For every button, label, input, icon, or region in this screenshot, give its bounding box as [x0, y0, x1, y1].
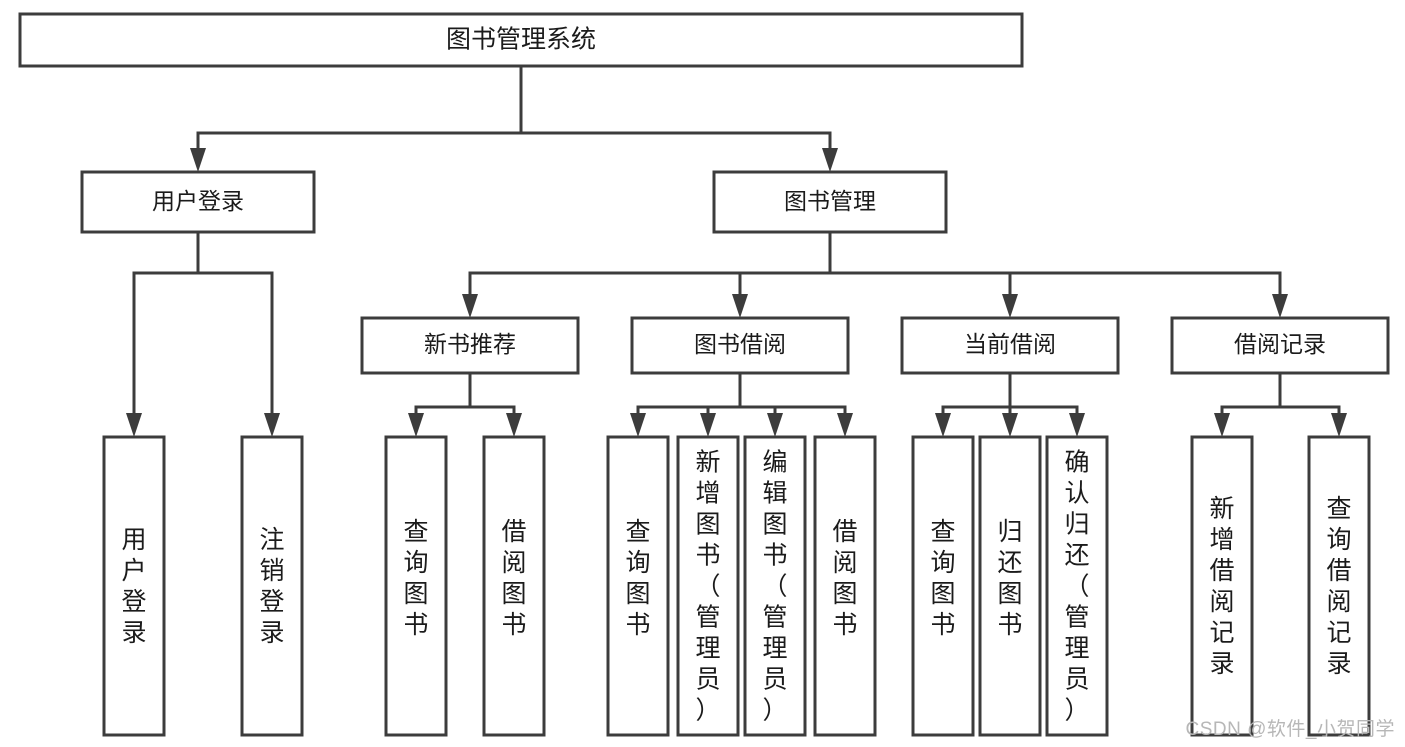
node-leaf-return-book-box[interactable] — [978, 435, 1042, 737]
node-leaf-user-login[interactable]: 用户登录 — [102, 435, 166, 737]
arrowhead-leaf-edit-book — [767, 413, 783, 437]
node-leaf-edit-book[interactable]: 编辑图书（管理员） — [743, 435, 807, 737]
node-leaf-query-book-1[interactable]: 查询图书 — [384, 435, 448, 737]
node-leaf-add-book-label: 新增图书（管理员） — [695, 449, 720, 725]
arrowhead-leaf-query-book-1 — [408, 413, 424, 437]
node-leaf-edit-book-box[interactable] — [743, 435, 807, 737]
arrowhead-leaf-user-login — [126, 413, 142, 437]
node-leaf-borrow-book-1-label: 借阅图书 — [501, 518, 526, 639]
node-leaf-confirm-return[interactable]: 确认归还（管理员） — [1045, 435, 1109, 737]
connector-group — [126, 64, 1347, 437]
node-leaf-logout-box[interactable] — [240, 435, 304, 737]
node-leaf-user-login-box[interactable] — [102, 435, 166, 737]
node-user-login-label: 用户登录 — [152, 188, 244, 214]
node-leaf-query-book-2-label: 查询图书 — [625, 518, 650, 639]
node-leaf-add-record-box[interactable] — [1190, 435, 1254, 737]
arrowhead-book-manage — [822, 148, 838, 172]
node-leaf-add-record-label: 新增借阅记录 — [1209, 495, 1234, 678]
node-leaf-query-record-label: 查询借阅记录 — [1326, 495, 1351, 678]
node-leaf-query-book-2[interactable]: 查询图书 — [606, 435, 670, 737]
node-book-borrow[interactable]: 图书借阅 — [630, 316, 850, 375]
arrowhead-leaf-borrow-book-1 — [506, 413, 522, 437]
node-leaf-query-record-box[interactable] — [1307, 435, 1371, 737]
node-leaf-logout[interactable]: 注销登录 — [240, 435, 304, 737]
arrowhead-book-borrow — [732, 294, 748, 318]
node-current-borrow[interactable]: 当前借阅 — [900, 316, 1120, 375]
arrowhead-new-book-rec — [462, 294, 478, 318]
node-user-login-box[interactable] — [80, 170, 316, 234]
arrowhead-leaf-query-book-3 — [935, 413, 951, 437]
node-current-borrow-box[interactable] — [900, 316, 1120, 375]
watermark-text: CSDN @软件_小贺同学 — [1185, 719, 1395, 740]
node-book-borrow-label: 图书借阅 — [694, 331, 786, 357]
node-leaf-confirm-return-box[interactable] — [1045, 435, 1109, 737]
arrowhead-leaf-borrow-book-2 — [837, 413, 853, 437]
node-root-label: 图书管理系统 — [446, 26, 596, 54]
arrowhead-user-login — [190, 148, 206, 172]
arrowhead-leaf-query-book-2 — [630, 413, 646, 437]
node-book-manage-box[interactable] — [712, 170, 948, 234]
node-leaf-borrow-book-1[interactable]: 借阅图书 — [482, 435, 546, 737]
node-root[interactable]: 图书管理系统 — [18, 12, 1024, 68]
node-new-book-rec-label: 新书推荐 — [424, 331, 516, 357]
node-user-login[interactable]: 用户登录 — [80, 170, 316, 234]
node-leaf-return-book[interactable]: 归还图书 — [978, 435, 1042, 737]
node-book-manage[interactable]: 图书管理 — [712, 170, 948, 234]
node-borrow-record-label: 借阅记录 — [1234, 331, 1326, 357]
node-leaf-query-book-3-label: 查询图书 — [930, 518, 955, 639]
node-borrow-record[interactable]: 借阅记录 — [1170, 316, 1390, 375]
arrowhead-current-borrow — [1002, 294, 1018, 318]
node-leaf-return-book-label: 归还图书 — [997, 518, 1022, 639]
arrowhead-leaf-return-book — [1002, 413, 1018, 437]
arrowhead-leaf-confirm-return — [1069, 413, 1085, 437]
arrowhead-leaf-query-record — [1331, 413, 1347, 437]
node-new-book-rec-box[interactable] — [360, 316, 580, 375]
node-leaf-borrow-book-2[interactable]: 借阅图书 — [813, 435, 877, 737]
node-leaf-borrow-book-2-box[interactable] — [813, 435, 877, 737]
node-leaf-add-book[interactable]: 新增图书（管理员） — [676, 435, 740, 737]
node-leaf-query-book-1-label: 查询图书 — [403, 518, 428, 639]
node-book-manage-label: 图书管理 — [784, 188, 876, 214]
node-leaf-query-book-1-box[interactable] — [384, 435, 448, 737]
node-leaf-add-record[interactable]: 新增借阅记录 — [1190, 435, 1254, 737]
node-leaf-borrow-book-1-box[interactable] — [482, 435, 546, 737]
node-leaf-query-book-2-box[interactable] — [606, 435, 670, 737]
node-book-borrow-box[interactable] — [630, 316, 850, 375]
node-leaf-logout-label: 注销登录 — [259, 526, 284, 647]
node-leaf-borrow-book-2-label: 借阅图书 — [832, 518, 857, 639]
arrowhead-leaf-add-record — [1214, 413, 1230, 437]
node-new-book-rec[interactable]: 新书推荐 — [360, 316, 580, 375]
node-leaf-user-login-label: 用户登录 — [121, 526, 146, 647]
node-leaf-query-record[interactable]: 查询借阅记录 — [1307, 435, 1371, 737]
arrowhead-leaf-logout — [264, 413, 280, 437]
node-root-box[interactable] — [18, 12, 1024, 68]
node-leaf-query-book-3-box[interactable] — [911, 435, 975, 737]
arrowhead-borrow-record — [1272, 294, 1288, 318]
arrowhead-leaf-add-book — [700, 413, 716, 437]
node-borrow-record-box[interactable] — [1170, 316, 1390, 375]
node-current-borrow-label: 当前借阅 — [964, 331, 1056, 357]
node-leaf-edit-book-label: 编辑图书（管理员） — [762, 449, 787, 725]
node-leaf-confirm-return-label: 确认归还（管理员） — [1064, 449, 1089, 725]
node-leaf-query-book-3[interactable]: 查询图书 — [911, 435, 975, 737]
node-leaf-add-book-box[interactable] — [676, 435, 740, 737]
